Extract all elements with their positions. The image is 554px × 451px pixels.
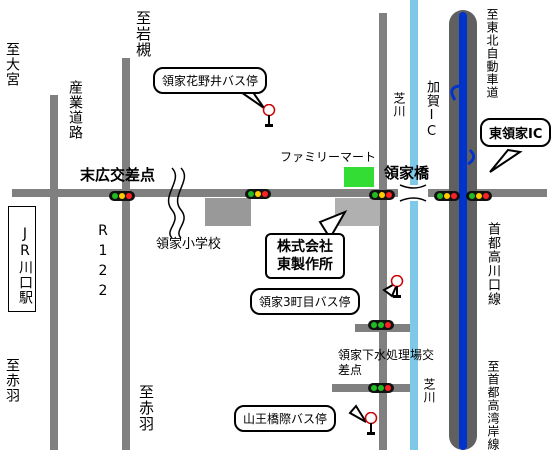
to-akabane-left-label: 至赤羽 (4, 358, 20, 403)
higashi-ryoke-ic-callout: 東領家IC (480, 118, 552, 147)
company-building (335, 198, 380, 226)
to-tohoku-expressway-label: 至東北自動車道 (485, 8, 499, 99)
shiba-river (410, 0, 418, 450)
ryoke3-bus-stop-callout: 領家3町目バス停 (250, 288, 360, 315)
to-iwatsuki-label: 至岩槻 (134, 10, 152, 58)
sangyo-road-label: 産業道路 (67, 80, 83, 140)
traffic-signal-ic-west (434, 191, 460, 201)
sanno-bus-stop-callout: 山王橋際バス停 (234, 405, 337, 432)
company-name-line1: 株式会社 (277, 239, 333, 255)
elementary-school-label: 領家小学校 (156, 237, 222, 252)
traffic-signal-sewage (368, 383, 394, 393)
traffic-signal-school (245, 189, 271, 199)
callout-tail-ic (489, 148, 523, 173)
ramp-arrow-up (450, 84, 460, 101)
callout-tail-sanno (348, 404, 367, 423)
to-akabane-center-label: 至赤羽 (137, 384, 155, 432)
shiba-river-bottom-label: 芝川 (422, 378, 436, 404)
sewage-intersection-label: 領家下水処理場交差点 (338, 348, 435, 377)
bus-stop-icon-ryoke3 (390, 275, 404, 298)
company-name-callout: 株式会社 東製作所 (265, 233, 345, 280)
familymart-store (344, 167, 374, 187)
shuto-kawaguchi-line-label: 首都高川口線 (485, 222, 500, 306)
ryoke-bridge-label: 領家橋 (384, 164, 430, 182)
traffic-signal-ryoke-bridge (369, 190, 395, 200)
traffic-signal-lower-1 (368, 320, 394, 330)
road-break-1 (167, 167, 177, 239)
kaga-ic-label: 加賀IC (424, 80, 439, 140)
suehiro-intersection-label: 末広交差点 (80, 166, 156, 184)
route-122-label: R122 (95, 223, 111, 303)
traffic-signal-ic-east (466, 191, 492, 201)
bridge (398, 185, 428, 201)
traffic-signal-suehiro (109, 191, 135, 201)
route-122 (122, 58, 130, 450)
shiba-river-top-label: 芝川 (392, 92, 406, 118)
elementary-school-building (205, 198, 251, 226)
bridge-rail-top (399, 184, 427, 189)
bus-stop-icon-hananoi (262, 104, 276, 127)
bridge-rail-bottom (399, 197, 427, 202)
sangyo-road (50, 95, 58, 450)
ramp-arrow-down (467, 148, 475, 166)
main-road (12, 189, 547, 197)
callout-tail-company (318, 209, 348, 240)
company-name-line2: 東製作所 (277, 257, 333, 274)
jr-kawaguchi-station: JR川口駅 (8, 206, 36, 312)
road-break-2 (176, 167, 186, 239)
expressway-centerline (459, 12, 467, 450)
to-omiya-label: 至大宮 (4, 42, 20, 87)
right-road (379, 13, 387, 450)
to-shuto-wangan-label: 至首都高湾岸線 (486, 360, 500, 451)
hananoi-bus-stop-callout: 領家花野井バス停 (153, 67, 268, 94)
familymart-label: ファミリーマート (280, 150, 377, 164)
bus-stop-icon-sanno (364, 412, 378, 435)
